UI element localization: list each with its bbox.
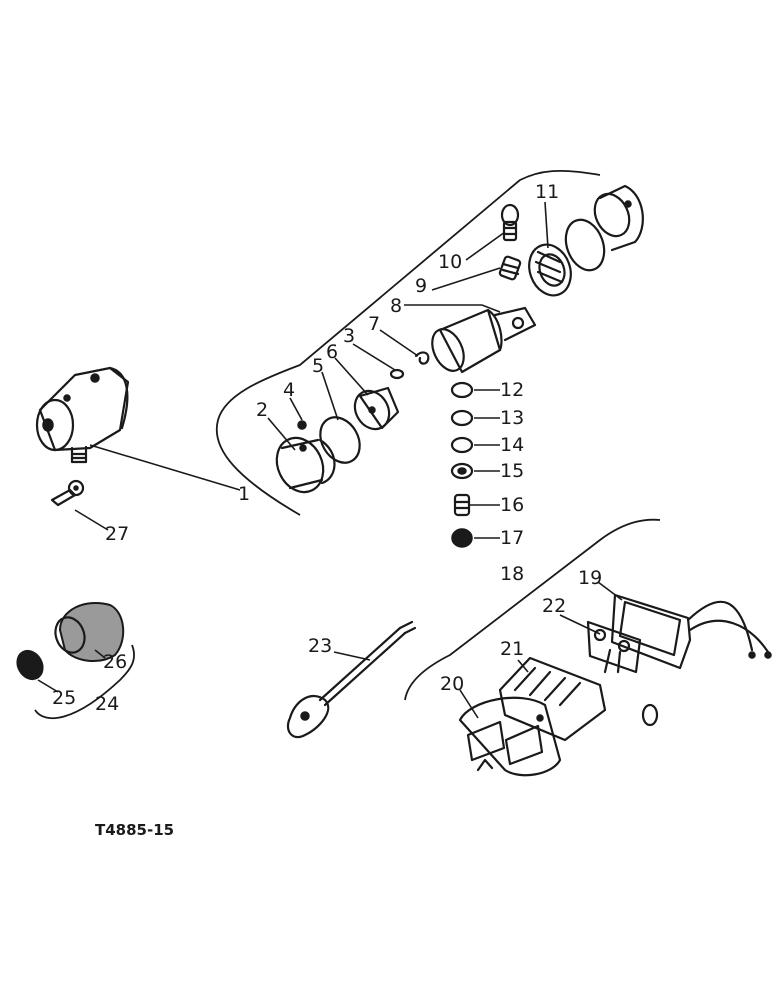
small-lamp-housing-part — [54, 602, 125, 662]
ball-part — [297, 420, 307, 430]
terminal-lug-part — [50, 479, 85, 507]
lens-disc-part — [16, 649, 44, 681]
threaded-connector-part — [498, 255, 522, 281]
callout-25: 25 — [52, 687, 76, 709]
callout-1: 1 — [238, 483, 250, 505]
lens-cover-part — [498, 656, 607, 742]
group-bracket-24 — [34, 644, 135, 720]
callout-17: 17 — [500, 527, 524, 549]
callout-20: 20 — [440, 673, 464, 695]
end-cap-part — [593, 184, 644, 252]
callout-14: 14 — [500, 434, 524, 456]
lamp-body-part — [431, 306, 537, 374]
rear-lens-part — [610, 593, 772, 670]
leader-27 — [74, 509, 109, 531]
leader-25 — [37, 679, 59, 693]
callout-21: 21 — [500, 638, 524, 660]
retaining-ring-part — [353, 386, 400, 431]
callout-13: 13 — [500, 407, 524, 429]
callout-7: 7 — [368, 313, 380, 335]
callout-19: 19 — [578, 567, 602, 589]
small-nut-part — [389, 368, 405, 380]
callout-6: 6 — [326, 341, 338, 363]
callout-2: 2 — [256, 399, 268, 421]
callout-24: 24 — [95, 693, 119, 715]
leader-8 — [404, 304, 501, 313]
nut-15-part — [450, 462, 474, 480]
leader-11 — [544, 201, 549, 249]
callout-11: 11 — [535, 181, 559, 203]
callout-9: 9 — [415, 275, 427, 297]
leader-21 — [517, 659, 529, 673]
callout-18: 18 — [500, 563, 524, 585]
clip-part — [414, 351, 430, 365]
leader-5 — [321, 371, 339, 421]
callout-10: 10 — [438, 251, 462, 273]
seal-ring-part — [564, 218, 606, 272]
leader-1 — [89, 444, 241, 491]
callout-3: 3 — [343, 325, 355, 347]
group-bracket-upper — [215, 169, 601, 516]
spacer-16-part — [453, 493, 471, 517]
bezel-ring-part — [275, 436, 336, 494]
leader-7 — [379, 329, 419, 357]
leader-3 — [352, 343, 396, 371]
callout-23: 23 — [308, 635, 332, 657]
leader-20 — [459, 689, 479, 719]
figure-code: T4885-15 — [95, 821, 174, 839]
leader-9 — [431, 267, 501, 291]
lamp-housing-part — [35, 366, 130, 464]
leader-4 — [289, 397, 303, 421]
washer-12-part — [450, 381, 474, 399]
leader-2 — [267, 417, 296, 451]
rear-housing-part — [458, 696, 562, 777]
washer-14-part — [450, 436, 474, 454]
callout-26: 26 — [103, 651, 127, 673]
callout-8: 8 — [390, 295, 402, 317]
callout-16: 16 — [500, 494, 524, 516]
o-ring-part — [319, 416, 361, 464]
callout-22: 22 — [542, 595, 566, 617]
leader-6 — [334, 357, 369, 396]
callout-5: 5 — [312, 355, 324, 377]
leader-26 — [94, 649, 106, 659]
bulb-holder-part — [586, 620, 659, 727]
callout-12: 12 — [500, 379, 524, 401]
group-bracket-lower — [404, 518, 661, 701]
threaded-ring-part — [528, 243, 572, 297]
bulb-part — [500, 203, 520, 242]
cap-17-part — [451, 528, 473, 548]
callout-4: 4 — [283, 379, 295, 401]
washer-13-part — [450, 409, 474, 427]
callout-15: 15 — [500, 460, 524, 482]
cable-assembly-part — [286, 620, 417, 739]
leader-19 — [597, 581, 623, 601]
leader-10 — [465, 231, 506, 261]
leader-23 — [333, 651, 371, 661]
callout-27: 27 — [105, 523, 129, 545]
leader-22 — [559, 614, 601, 635]
